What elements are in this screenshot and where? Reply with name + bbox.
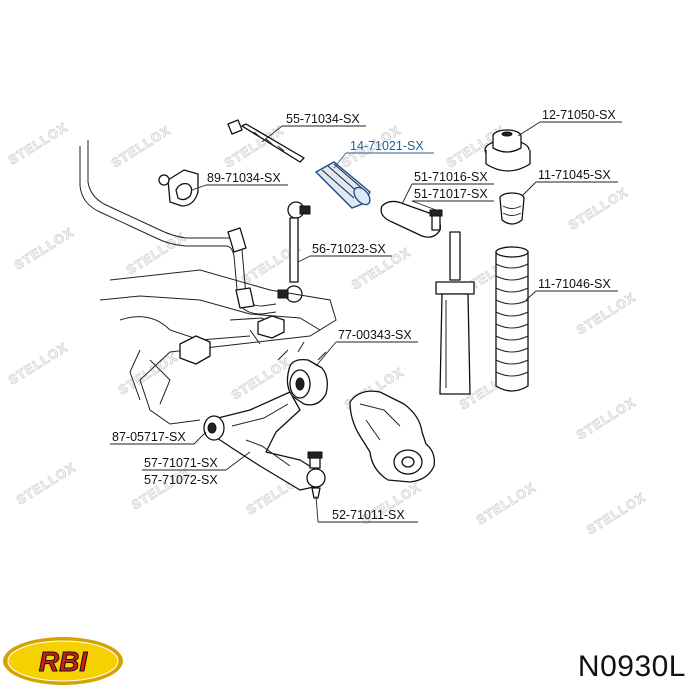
part-labels: 55-71034-SX 14-71021-SX 12-71050-SX 89-7…: [112, 108, 616, 522]
watermark-stamp: STELLOX: [574, 394, 639, 442]
part-code: N0930L: [577, 650, 686, 683]
subframe-part: [99, 269, 337, 425]
leader-lines: [110, 121, 622, 523]
watermark-stamp: STELLOX: [116, 349, 181, 397]
inner-tie-rod-part: [227, 119, 305, 163]
watermark-stamp: STELLOX: [129, 464, 194, 512]
dust-boot-part: [495, 246, 529, 392]
label-77-00343[interactable]: 77-00343-SX: [338, 328, 412, 342]
label-56-71023[interactable]: 56-71023-SX: [312, 242, 386, 256]
label-55-71034[interactable]: 55-71034-SX: [286, 112, 360, 126]
label-14-71021[interactable]: 14-71021-SX: [350, 139, 424, 153]
label-11-71046[interactable]: 11-71046-SX: [538, 277, 611, 291]
watermark-stamp: STELLOX: [574, 289, 639, 337]
label-89-71034[interactable]: 89-71034-SX: [207, 171, 281, 185]
label-87-05717[interactable]: 87-05717-SX: [112, 430, 186, 444]
logo-text: RBI: [39, 646, 88, 677]
watermark-stamp: STELLOX: [109, 122, 174, 170]
rbi-logo: RBI: [3, 637, 123, 685]
tie-rod-end-part: [380, 200, 443, 238]
ball-joint-part: [306, 451, 326, 499]
label-51-71016[interactable]: 51-71016-SX: [414, 170, 488, 184]
arm-rear-bushing-part: [277, 341, 328, 406]
stabilizer-bar: [79, 140, 277, 315]
control-arm-part: [213, 391, 319, 491]
watermark-stamp: STELLOX: [6, 119, 71, 167]
shock-absorber-part: [435, 231, 475, 395]
label-57-71071[interactable]: 57-71071-SX: [144, 456, 218, 470]
label-51-71017[interactable]: 51-71017-SX: [414, 187, 488, 201]
watermark-stamp: STELLOX: [474, 479, 539, 527]
label-12-71050[interactable]: 12-71050-SX: [542, 108, 616, 122]
arm-front-bushing-part: [203, 415, 225, 441]
watermark-stamp: STELLOX: [6, 339, 71, 387]
label-52-71011[interactable]: 52-71011-SX: [332, 508, 405, 522]
steering-knuckle-part: [349, 390, 435, 483]
steering-boot-part: [314, 161, 371, 209]
watermark-stamp: STELLOX: [12, 224, 77, 272]
watermark-stamp: STELLOX: [566, 184, 631, 232]
label-57-71072[interactable]: 57-71072-SX: [144, 473, 218, 487]
bump-stop-part: [499, 192, 525, 225]
label-11-71045[interactable]: 11-71045-SX: [538, 168, 611, 182]
stabilizer-bushing-part: [158, 169, 199, 207]
watermark-stamp: STELLOX: [14, 459, 79, 507]
strut-mount-part: [484, 129, 531, 172]
watermark-stamp: STELLOX: [584, 489, 649, 537]
